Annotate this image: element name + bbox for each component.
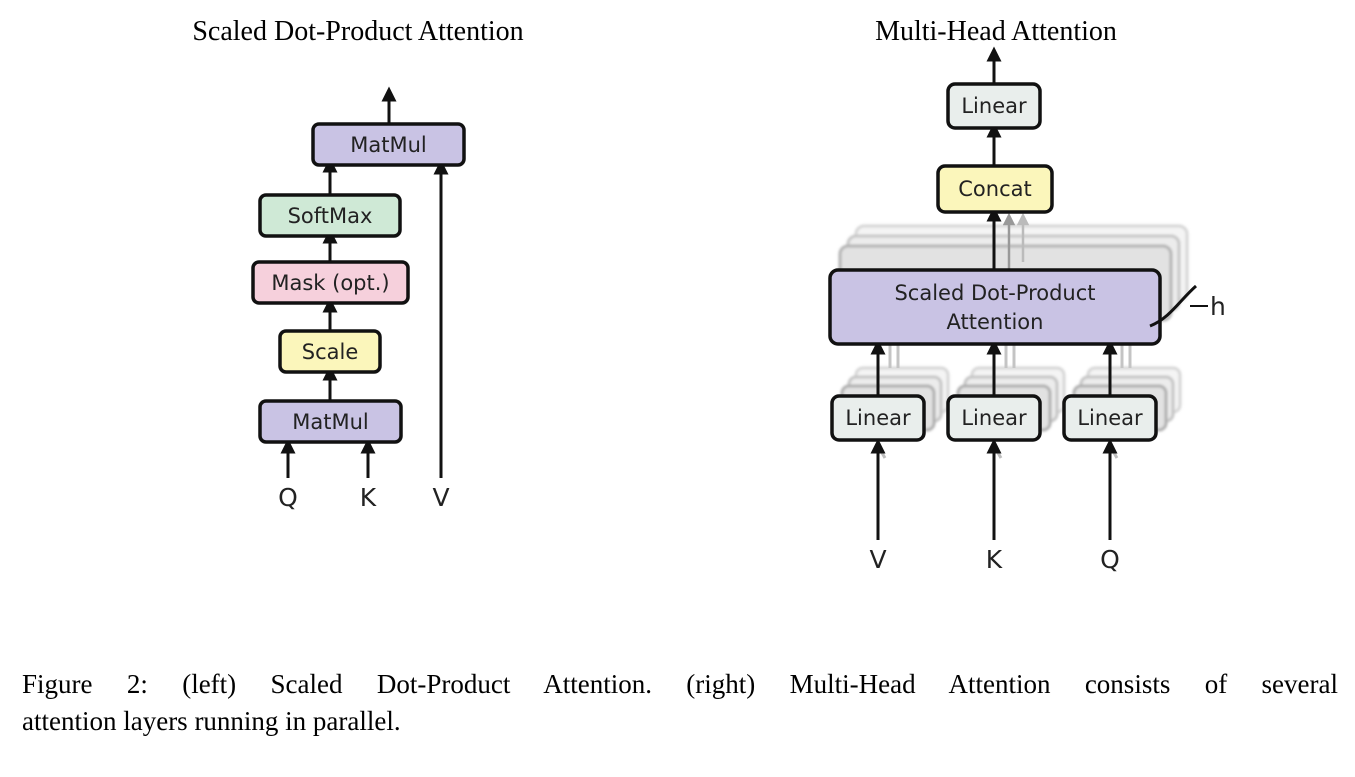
linear-k-label: Linear — [961, 406, 1027, 430]
h-brace — [1149, 284, 1208, 328]
right-arrows — [870, 46, 1118, 540]
left-input-v: V — [432, 483, 449, 512]
left-title: Scaled Dot-Product Attention — [192, 16, 523, 47]
matmul-top-box: MatMul — [311, 122, 466, 167]
softmax-label: SoftMax — [288, 204, 373, 228]
right-input-k: K — [986, 545, 1003, 574]
left-input-q: Q — [278, 483, 298, 512]
left-arrows — [280, 86, 449, 478]
scale-box: Scale — [278, 329, 382, 374]
softmax-box: SoftMax — [258, 193, 402, 238]
parallel-connectors — [888, 345, 1132, 368]
linear-v-label: Linear — [845, 406, 911, 430]
scaled-attention-box: Scaled Dot-Product Attention — [828, 268, 1162, 346]
right-diagram: Multi-Head Attention — [828, 16, 1226, 574]
linear-top-label: Linear — [961, 94, 1027, 118]
scaled-attention-label-2: Attention — [947, 310, 1044, 334]
scaled-attention-label-1: Scaled Dot-Product — [894, 281, 1095, 305]
linear-top-box: Linear — [946, 82, 1042, 130]
linear-k-box: Linear — [946, 394, 1042, 442]
caption-line-1: Figure 2: (left) Scaled Dot-Product Atte… — [22, 669, 1338, 699]
left-input-k: K — [360, 483, 377, 512]
mask-label: Mask (opt.) — [271, 271, 389, 295]
right-title: Multi-Head Attention — [875, 16, 1117, 47]
matmul-bottom-label: MatMul — [292, 410, 368, 434]
linear-q-label: Linear — [1077, 406, 1143, 430]
matmul-top-label: MatMul — [350, 133, 426, 157]
faint-head-arrows — [1002, 212, 1030, 270]
concat-box: Concat — [936, 164, 1054, 214]
scale-label: Scale — [302, 340, 359, 364]
concat-label: Concat — [958, 177, 1031, 201]
linear-v-box: Linear — [830, 394, 926, 442]
matmul-bottom-box: MatMul — [258, 399, 403, 444]
right-input-v: V — [869, 545, 886, 574]
right-input-q: Q — [1100, 545, 1120, 574]
figure-caption: Figure 2: (left) Scaled Dot-Product Atte… — [22, 666, 1338, 740]
attention-diagram: Scaled Dot-Product Attention MatMul Soft… — [192, 16, 1226, 574]
input-shadows — [876, 445, 1119, 459]
h-label: h — [1210, 292, 1226, 321]
linear-q-box: Linear — [1062, 394, 1158, 442]
caption-line-2: attention layers running in parallel. — [22, 706, 401, 736]
mask-box: Mask (opt.) — [251, 260, 410, 305]
left-diagram: Scaled Dot-Product Attention MatMul Soft… — [192, 16, 523, 512]
